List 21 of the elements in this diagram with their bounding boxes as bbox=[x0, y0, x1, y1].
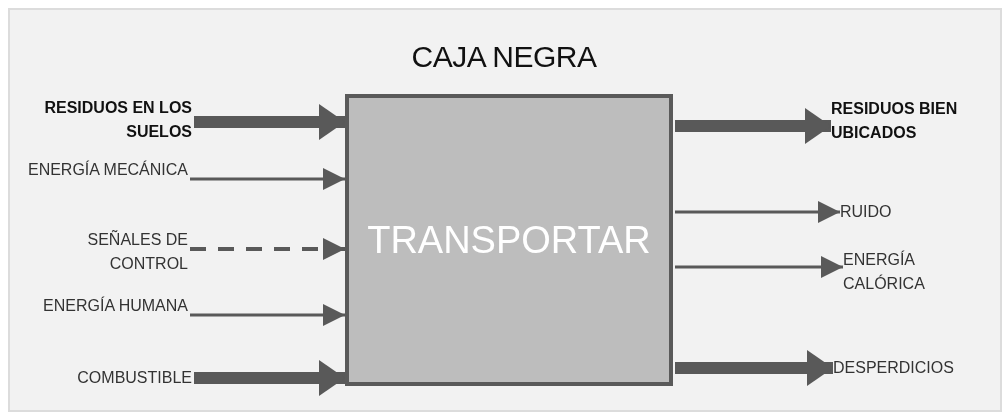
arrow bbox=[675, 108, 831, 144]
arrow bbox=[675, 256, 843, 278]
flow-label: ENERGÍA MECÁNICA bbox=[26, 159, 188, 180]
arrow bbox=[190, 238, 345, 260]
arrow bbox=[675, 201, 840, 223]
flow-label: RESIDUOS EN LOS SUELOS bbox=[43, 98, 192, 142]
arrow bbox=[675, 350, 833, 386]
flow-label: RUIDO bbox=[840, 202, 893, 222]
flow-label: ENERGÍA CALÓRICA bbox=[843, 249, 926, 294]
box-label: TRANSPORTAR bbox=[367, 218, 651, 263]
flow-label: ENERGÍA HUMANA bbox=[42, 295, 188, 316]
process-box bbox=[345, 94, 673, 386]
arrow bbox=[190, 168, 345, 190]
arrow bbox=[194, 104, 345, 140]
flow-label: RESIDUOS BIEN UBICADOS bbox=[831, 99, 959, 143]
flow-label: SEÑALES DE CONTROL bbox=[86, 229, 188, 274]
diagram-title: CAJA NEGRA bbox=[410, 40, 598, 74]
flow-label: DESPERDICIOS bbox=[833, 358, 955, 378]
flow-label: COMBUSTIBLE bbox=[76, 368, 192, 388]
arrow bbox=[190, 304, 345, 326]
arrow bbox=[194, 360, 345, 396]
